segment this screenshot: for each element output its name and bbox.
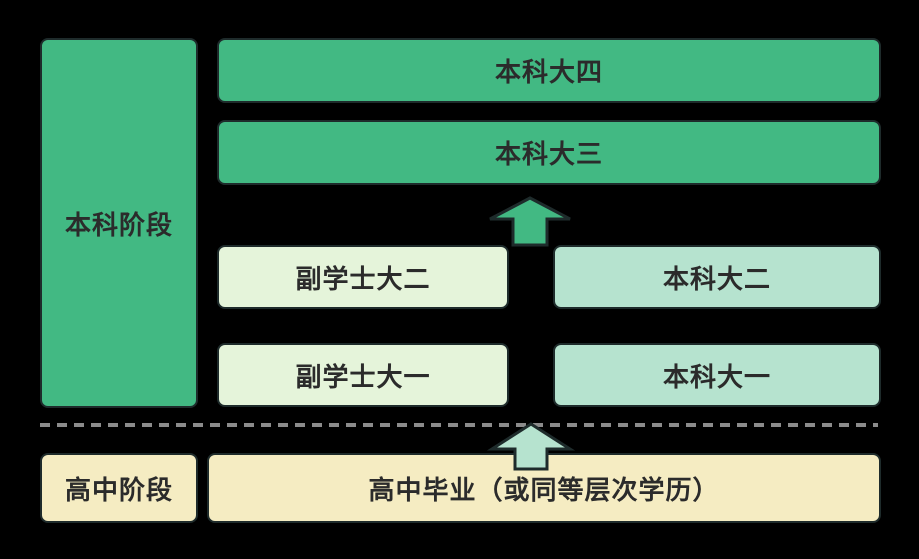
undergrad-year4-label: 本科大四 — [494, 57, 603, 87]
associate-year2-label: 副学士大二 — [295, 263, 431, 294]
bachelor-year1-label: 本科大一 — [662, 361, 771, 392]
undergrad-year3-box: 本科大三 — [217, 120, 881, 185]
undergrad-year4-box: 本科大四 — [217, 38, 881, 103]
undergrad-stage-sidebar: 本科阶段 — [40, 38, 198, 408]
highschool-stage-label: 高中阶段 — [64, 474, 173, 505]
bachelor-year2-box: 本科大二 — [553, 245, 881, 309]
highschool-stage-box: 高中阶段 — [40, 453, 198, 523]
undergrad-stage-label: 本科阶段 — [64, 209, 173, 240]
associate-year1-box: 副学士大一 — [217, 343, 509, 407]
highschool-graduation-label: 高中毕业（或同等层次学历） — [368, 474, 720, 505]
bachelor-year2-label: 本科大二 — [662, 263, 771, 294]
bachelor-year1-box: 本科大一 — [553, 343, 881, 407]
stage-divider-dashed-line — [40, 423, 878, 427]
undergrad-year3-label: 本科大三 — [494, 139, 603, 169]
up-arrow-icon — [481, 421, 581, 471]
associate-year2-box: 副学士大二 — [217, 245, 509, 309]
associate-year1-label: 副学士大一 — [295, 361, 431, 392]
up-arrow-icon — [480, 195, 580, 247]
